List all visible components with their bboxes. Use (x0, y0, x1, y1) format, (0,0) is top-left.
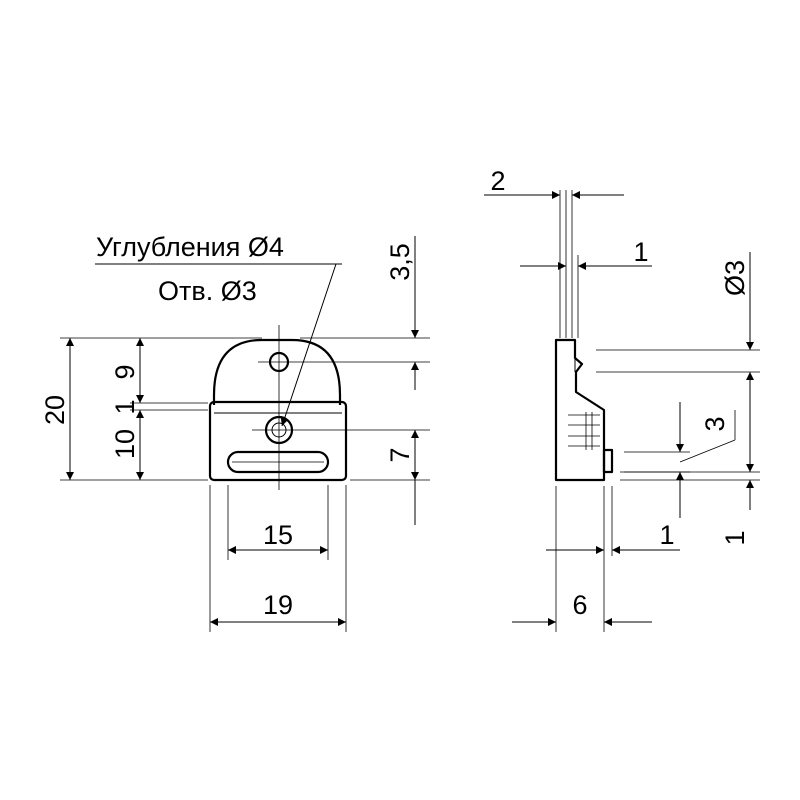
dim-3-leader (679, 439, 736, 463)
dim-side-thickness: 6 (572, 590, 587, 620)
dim-side-step: 1 (633, 237, 648, 267)
dim-side-pin-depth: 1 (659, 520, 674, 550)
dim-side-hole-dia: Ø3 (720, 260, 750, 296)
dim-hole-to-bottom: 7 (385, 447, 415, 462)
dim-top-to-hole: 9 (110, 364, 140, 379)
dim-slot-width: 15 (263, 520, 293, 550)
dim-overall-width: 19 (263, 590, 293, 620)
side-profile (554, 338, 606, 482)
front-view (208, 325, 348, 490)
dim-lower-height: 10 (110, 429, 140, 459)
note-leader (280, 263, 337, 427)
dim-overall-height: 20 (40, 395, 70, 425)
dim-side-pin-height: 3 (700, 416, 730, 431)
dim-side-top-width: 2 (490, 166, 505, 196)
dim-top-offset: 3,5 (385, 243, 415, 281)
front-slot (226, 450, 330, 474)
front-right-dimensions: 3,5 7 (300, 236, 430, 525)
hole-note: Углубления Ø4 Отв. Ø3 (95, 232, 342, 427)
side-view (554, 190, 614, 482)
note-hole: Отв. Ø3 (158, 276, 257, 306)
dim-side-bottom-gap: 1 (720, 530, 750, 545)
dim-hole-gap: 1 (110, 399, 140, 414)
front-main-plate (208, 400, 348, 482)
front-bottom-dimensions: 15 19 (209, 485, 347, 632)
side-pin (602, 448, 614, 474)
front-upper-tab (212, 338, 342, 405)
note-recess: Углубления Ø4 (96, 232, 284, 262)
side-dimensions: 2 1 Ø3 3 1 1 6 (484, 166, 760, 632)
front-left-dimensions: 20 9 1 10 (40, 337, 262, 481)
